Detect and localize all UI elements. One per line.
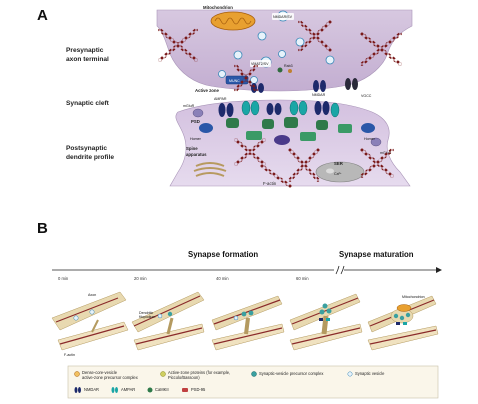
mitochondrion-label: Mitochondrion xyxy=(203,5,233,10)
snapshot-4 xyxy=(290,294,362,350)
legend-psd95: PSD-95 xyxy=(191,387,206,392)
legend-active-zone-icon xyxy=(161,372,166,377)
presynaptic-label: Presynaptic xyxy=(66,47,104,54)
mitochondrion-icon xyxy=(211,12,255,30)
postsynaptic-label: Postsynaptic xyxy=(66,145,107,152)
legend-sv-precursor-icon xyxy=(252,372,257,377)
f-actin-label-a: F-actin xyxy=(263,181,277,186)
snapshot-2 xyxy=(132,292,204,350)
time-label-1: 20 min xyxy=(134,276,147,281)
synapse-maturation-heading: Synapse maturation xyxy=(339,250,414,259)
legend-synaptic-vesicle-icon xyxy=(348,372,352,376)
mitochondrion-label-b: Mitochondrion xyxy=(402,295,425,299)
legend-synaptic-vesicle: Synaptic vesicle xyxy=(355,371,385,376)
legend-sv-precursor: Synaptic-vesicle precursor complex xyxy=(259,371,323,376)
time-label-3: 60 min xyxy=(296,276,309,281)
ser-ca-label: Ca²⁺ xyxy=(334,172,342,176)
postsynaptic-label-2: dendrite profile xyxy=(66,154,114,161)
time-label-2: 40 min xyxy=(216,276,229,281)
time-label-0: 0 min xyxy=(58,276,69,281)
legend-active-zone-2: Piccolo/Bassoon) xyxy=(168,375,200,380)
vgcc-label: VGCC xyxy=(361,94,372,98)
axon-label: Axon xyxy=(88,293,96,297)
nmdar-sv-label: NMDAR/SV xyxy=(273,15,293,19)
snapshot-5 xyxy=(368,296,438,350)
synaptic-cleft-label: Synaptic cleft xyxy=(66,100,110,107)
legend-psd95-icon xyxy=(182,388,188,392)
synapse-formation-heading: Synapse formation xyxy=(188,250,258,259)
mglur-left-label: mGluR xyxy=(183,104,195,108)
mglur-left-icon xyxy=(193,109,203,117)
legend-dense-core-icon xyxy=(75,372,80,377)
nmdar-label: NMDAR xyxy=(312,93,326,97)
rab3-label: Rab3 xyxy=(284,64,293,68)
legend-ampar: AMPAR xyxy=(121,387,135,392)
munc-label: MUNC xyxy=(229,79,240,83)
filopodium-label: filopodium xyxy=(139,315,155,319)
ampar-label: AMPAR xyxy=(214,97,227,101)
panel-a-letter: A xyxy=(37,7,48,24)
homer-left-label: Homer xyxy=(190,137,202,141)
legend-nmdar: NMDAR xyxy=(84,387,99,392)
f-actin-label-b: F-actin xyxy=(64,353,75,357)
spine-apparatus-label: Spine xyxy=(186,146,198,151)
legend-camkii-icon xyxy=(148,388,153,393)
legend-camkii: CaMKII xyxy=(155,387,169,392)
spine-apparatus-label-2: apparatus xyxy=(186,152,207,157)
snapshot-1 xyxy=(52,292,128,350)
timeline-axis xyxy=(52,266,442,274)
legend-dense-core-2: active-zone precursor complex xyxy=(82,375,138,380)
homer-right-label: Homer xyxy=(364,137,376,141)
presynaptic-terminal xyxy=(157,10,412,91)
psd-label: PSD xyxy=(191,119,200,124)
ser-label: SER xyxy=(334,161,344,166)
presynaptic-label-2: axon terminal xyxy=(66,56,109,63)
vmat2-sv-label: VMAT2/SV xyxy=(251,62,269,66)
panel-b-letter: B xyxy=(37,220,48,237)
snapshot-3 xyxy=(212,296,284,350)
active-zone-label: Active zone xyxy=(195,88,219,93)
